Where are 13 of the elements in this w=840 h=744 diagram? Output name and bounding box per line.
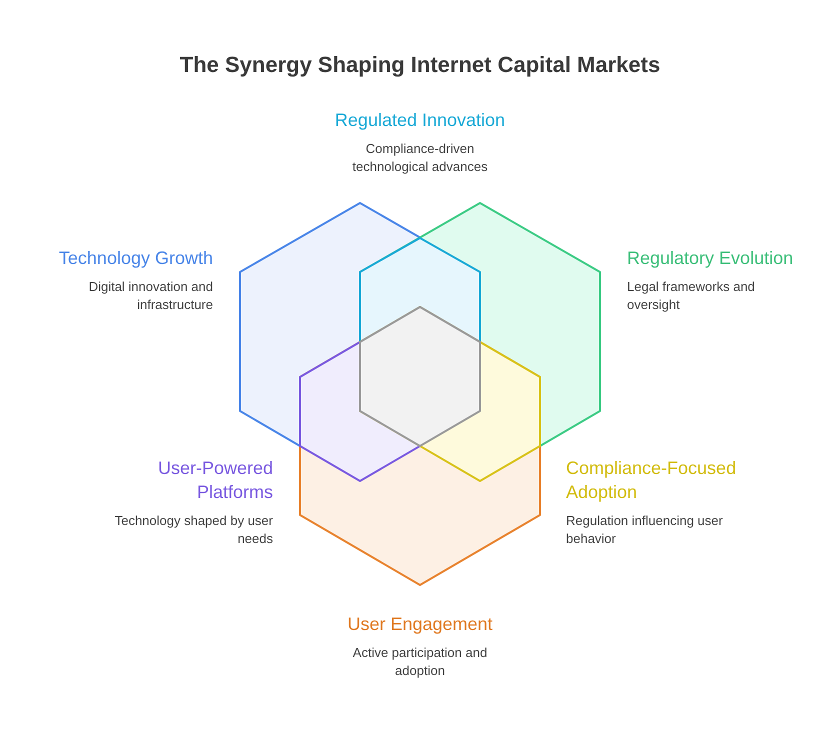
region-heading: Regulatory Evolution: [627, 247, 794, 270]
region-heading: Regulated Innovation: [334, 109, 506, 132]
region-description: Technology shaped by user needs: [114, 512, 273, 548]
region-heading: Technology Growth: [58, 247, 213, 270]
region-heading: Compliance-Focused Adoption: [566, 457, 738, 504]
diagram-title: The Synergy Shaping Internet Capital Markets: [178, 52, 662, 78]
region-description: Active participation and adoption: [352, 644, 488, 680]
region-description: Compliance-driven technological advances: [351, 140, 489, 176]
region-heading: User Engagement: [346, 613, 494, 636]
region-description: Legal frameworks and oversight: [627, 278, 756, 314]
region-heading: User-Powered Platforms: [156, 457, 273, 504]
region-description: Regulation influencing user behavior: [566, 512, 724, 548]
region-description: Digital innovation and infrastructure: [88, 278, 213, 314]
